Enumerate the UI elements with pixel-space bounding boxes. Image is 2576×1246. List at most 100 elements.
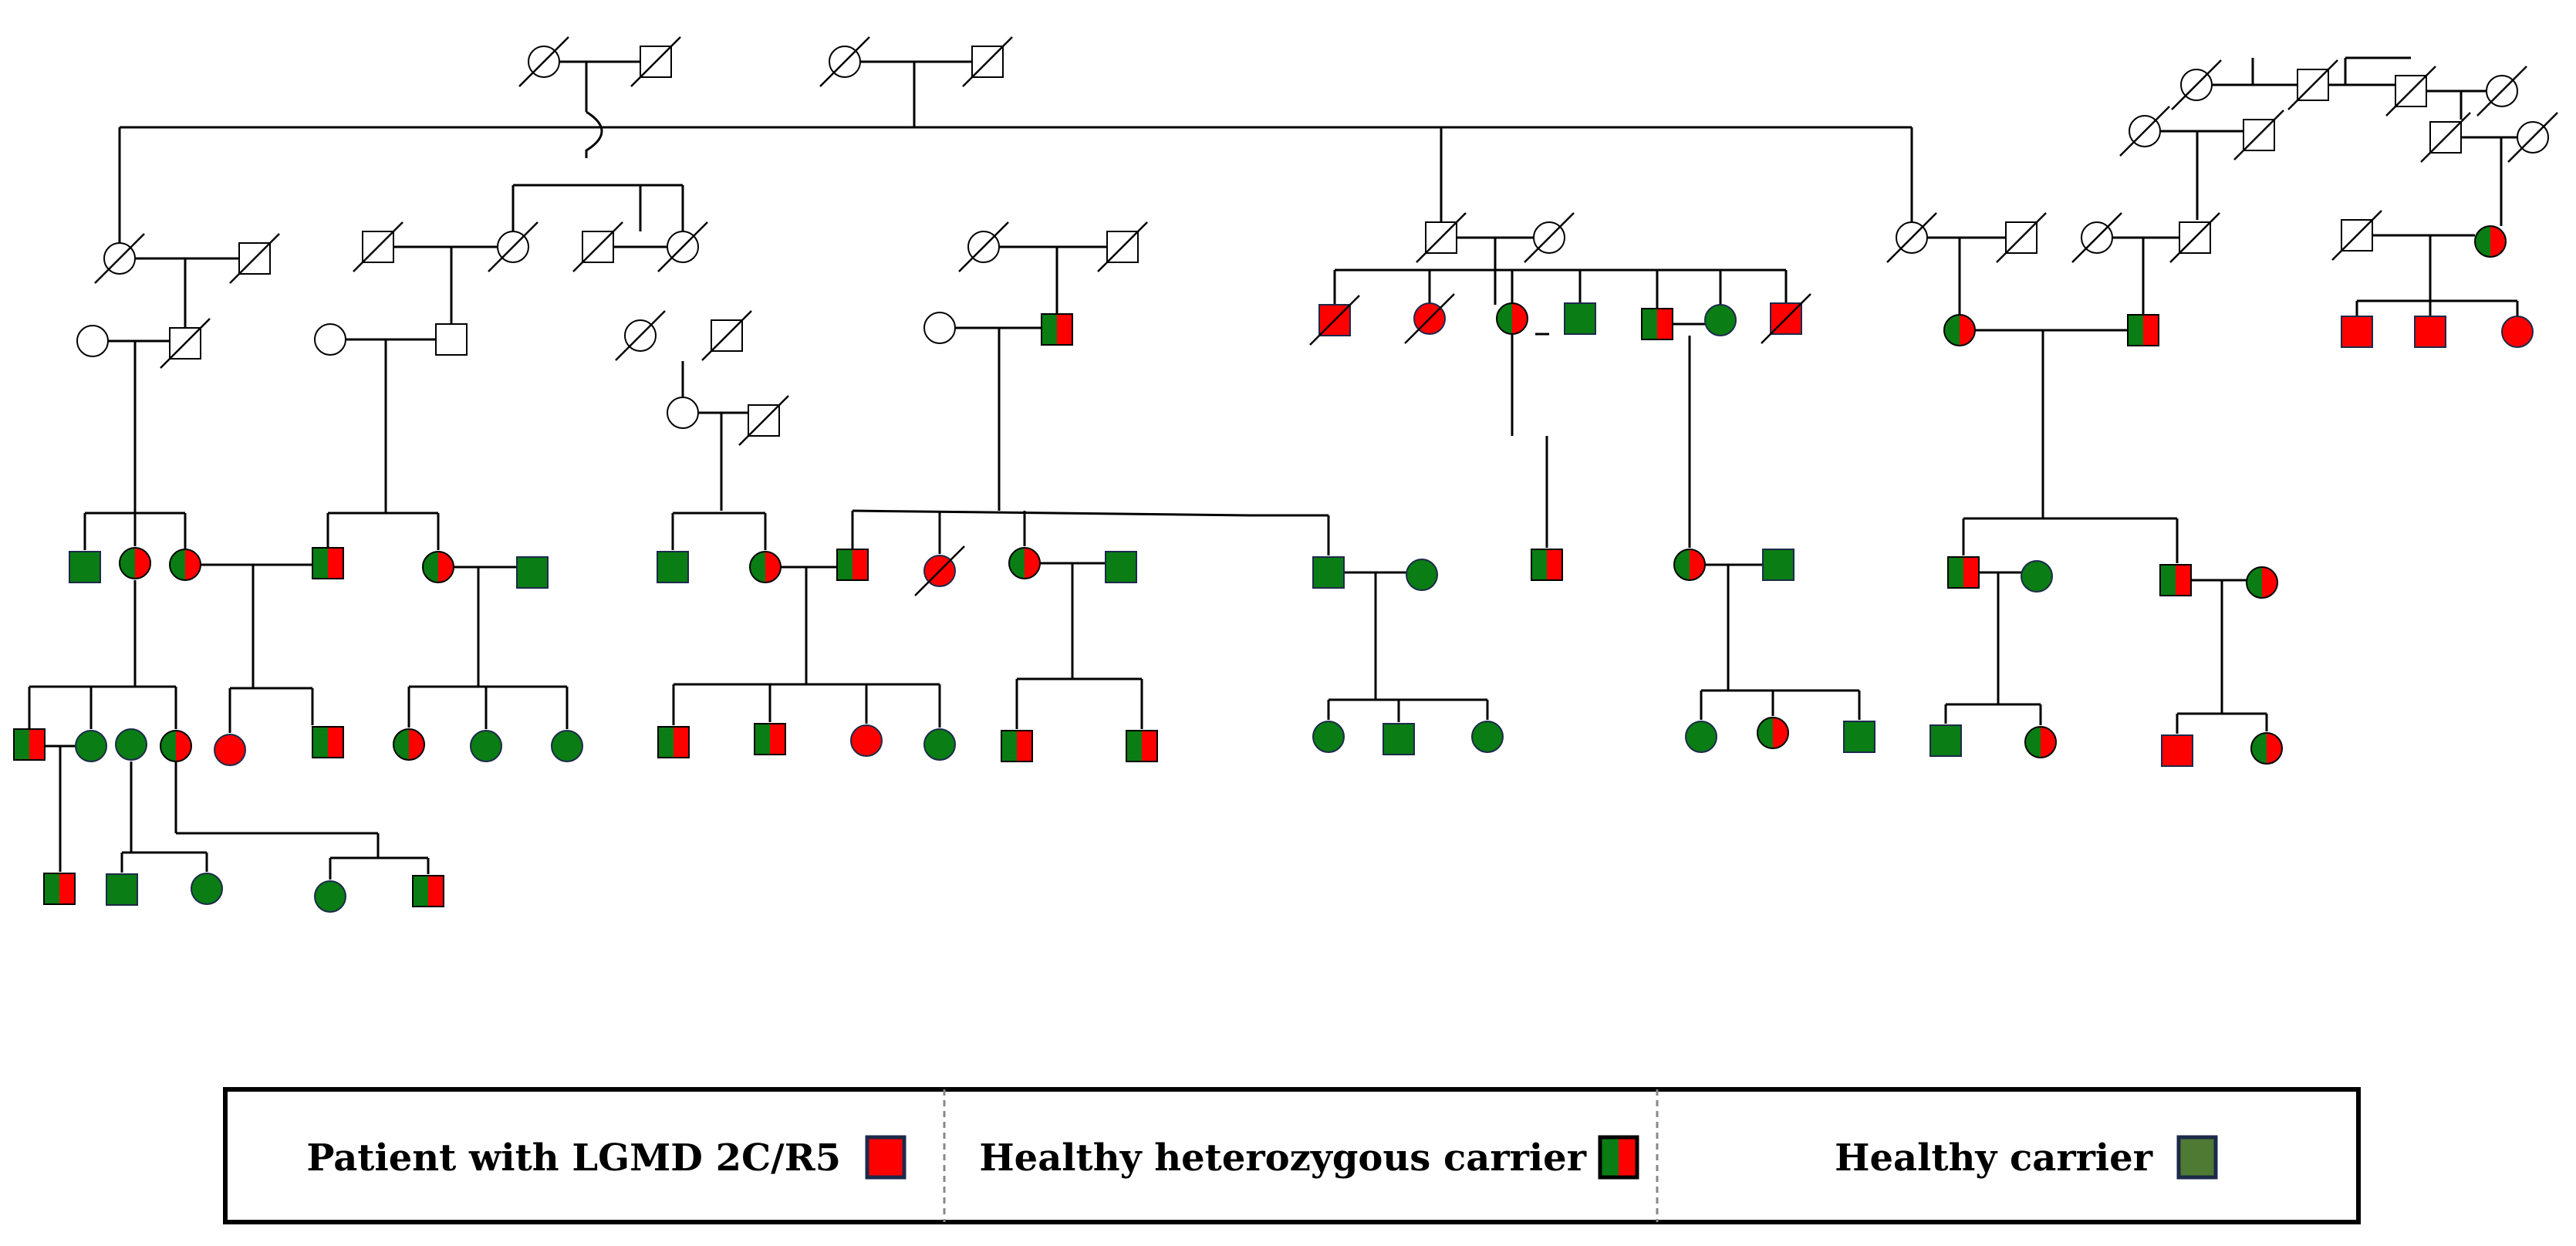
- deceased-slash: [2476, 66, 2527, 116]
- deceased-slash: [1097, 221, 1148, 272]
- male-unaffected-deceased-symbol: [2169, 212, 2220, 263]
- male-carrier-symbol: [1383, 723, 1415, 755]
- male-carrier-symbol: [1762, 549, 1794, 581]
- symbol-outline: [1641, 308, 1673, 340]
- female-affected-deceased-symbol: [914, 545, 965, 596]
- male-unaffected-deceased-symbol: [630, 36, 681, 87]
- male-unaffected-deceased-symbol: [701, 310, 752, 361]
- symbol-outline: [1531, 549, 1563, 581]
- symbol-outline: [2159, 564, 2192, 596]
- symbol-right-half: [1657, 309, 1673, 339]
- female-heterozygous-symbol: [119, 547, 151, 579]
- symbol-circle: [2501, 316, 2534, 348]
- deceased-slash: [1996, 212, 2047, 263]
- female-unaffected-deceased-symbol: [657, 221, 708, 272]
- female-unaffected-deceased-symbol: [2071, 212, 2122, 263]
- deceased-slash: [488, 221, 538, 272]
- symbol-right-half: [2490, 226, 2506, 257]
- female-heterozygous-symbol: [2474, 225, 2507, 258]
- female-unaffected-symbol: [314, 323, 346, 356]
- male-heterozygous-symbol: [13, 728, 46, 761]
- symbol-left-half: [2025, 727, 2041, 758]
- symbol-left-half: [1126, 731, 1142, 761]
- deceased-slash: [518, 36, 569, 87]
- male-heterozygous-symbol: [657, 726, 690, 758]
- female-unaffected-deceased-symbol: [2119, 106, 2170, 157]
- male-heterozygous-symbol: [1531, 549, 1563, 581]
- deceased-slash: [701, 310, 752, 361]
- symbol-outline: [43, 873, 76, 905]
- symbol-outline: [312, 547, 344, 579]
- symbol-left-half: [2475, 226, 2490, 257]
- female-heterozygous-symbol: [160, 730, 192, 762]
- female-heterozygous-symbol: [169, 549, 201, 581]
- male-carrier-symbol: [657, 551, 689, 583]
- deceased-slash: [2119, 106, 2170, 157]
- female-affected-deceased-symbol: [1404, 293, 1455, 344]
- deceased-slash: [2233, 110, 2284, 160]
- female-unaffected-symbol: [76, 325, 109, 357]
- deceased-slash: [94, 233, 145, 284]
- symbol-square: [435, 323, 468, 356]
- symbol-right-half: [1773, 718, 1788, 748]
- male-heterozygous-symbol: [1641, 308, 1673, 340]
- symbol-left-half: [393, 729, 409, 760]
- legend-heterozygous-swatch-frame: [1598, 1135, 1639, 1180]
- female-unaffected-deceased-symbol: [819, 36, 870, 87]
- female-heterozygous-symbol: [1496, 302, 1528, 335]
- legend-frame: [223, 1087, 2361, 1224]
- symbol-square: [69, 551, 101, 583]
- symbol-right-half: [1017, 731, 1032, 761]
- symbol-left-half: [1042, 314, 1057, 345]
- male-affected-symbol: [2161, 734, 2193, 767]
- symbol-square: [1843, 721, 1875, 753]
- male-affected-deceased-symbol: [1309, 295, 1360, 346]
- male-carrier-symbol: [69, 551, 101, 583]
- symbol-right-half: [1690, 549, 1705, 580]
- symbol-circle: [667, 397, 699, 429]
- female-heterozygous-symbol: [2250, 732, 2283, 765]
- symbol-right-half: [2143, 315, 2159, 346]
- symbol-circle: [115, 728, 147, 761]
- male-heterozygous-symbol: [1126, 730, 1158, 762]
- symbol-circle: [75, 730, 107, 762]
- symbol-circle: [1685, 721, 1717, 753]
- female-unaffected-deceased-symbol: [2507, 112, 2558, 163]
- male-unaffected-deceased-symbol: [2420, 112, 2471, 163]
- female-heterozygous-symbol: [393, 728, 425, 761]
- symbol-left-half: [837, 549, 852, 580]
- symbol-left-half: [312, 727, 328, 758]
- symbol-right-half: [409, 729, 424, 760]
- symbol-outline: [1673, 549, 1706, 581]
- symbol-left-half: [160, 731, 176, 761]
- symbol-right-half: [29, 729, 45, 760]
- female-affected-symbol: [2501, 316, 2534, 348]
- symbol-left-half: [1674, 549, 1690, 580]
- deceased-slash: [615, 310, 666, 361]
- male-unaffected-deceased-symbol: [1416, 212, 1467, 263]
- symbol-right-half: [2262, 567, 2277, 598]
- male-carrier-symbol: [1564, 302, 1596, 335]
- symbol-right-half: [1960, 315, 1975, 346]
- female-unaffected-deceased-symbol: [518, 36, 569, 87]
- female-unaffected-deceased-symbol: [1524, 212, 1575, 263]
- symbol-square: [1929, 724, 1962, 757]
- symbol-left-half: [658, 727, 674, 758]
- symbol-left-half: [2251, 733, 2267, 764]
- symbol-outline: [657, 726, 690, 758]
- symbol-left-half: [1642, 309, 1657, 339]
- symbol-right-half: [765, 552, 781, 582]
- deceased-slash: [738, 395, 789, 446]
- male-heterozygous-symbol: [2159, 564, 2192, 596]
- symbol-left-half: [120, 548, 135, 579]
- symbol-left-half: [2128, 315, 2143, 346]
- deceased-slash: [1309, 295, 1360, 346]
- deceased-slash: [1524, 212, 1575, 263]
- deceased-slash: [2507, 112, 2558, 163]
- deceased-slash: [1761, 293, 1811, 344]
- symbol-outline: [160, 730, 192, 762]
- female-unaffected-deceased-symbol: [958, 221, 1009, 272]
- symbol-circle: [1704, 304, 1737, 336]
- symbol-outline: [836, 549, 869, 581]
